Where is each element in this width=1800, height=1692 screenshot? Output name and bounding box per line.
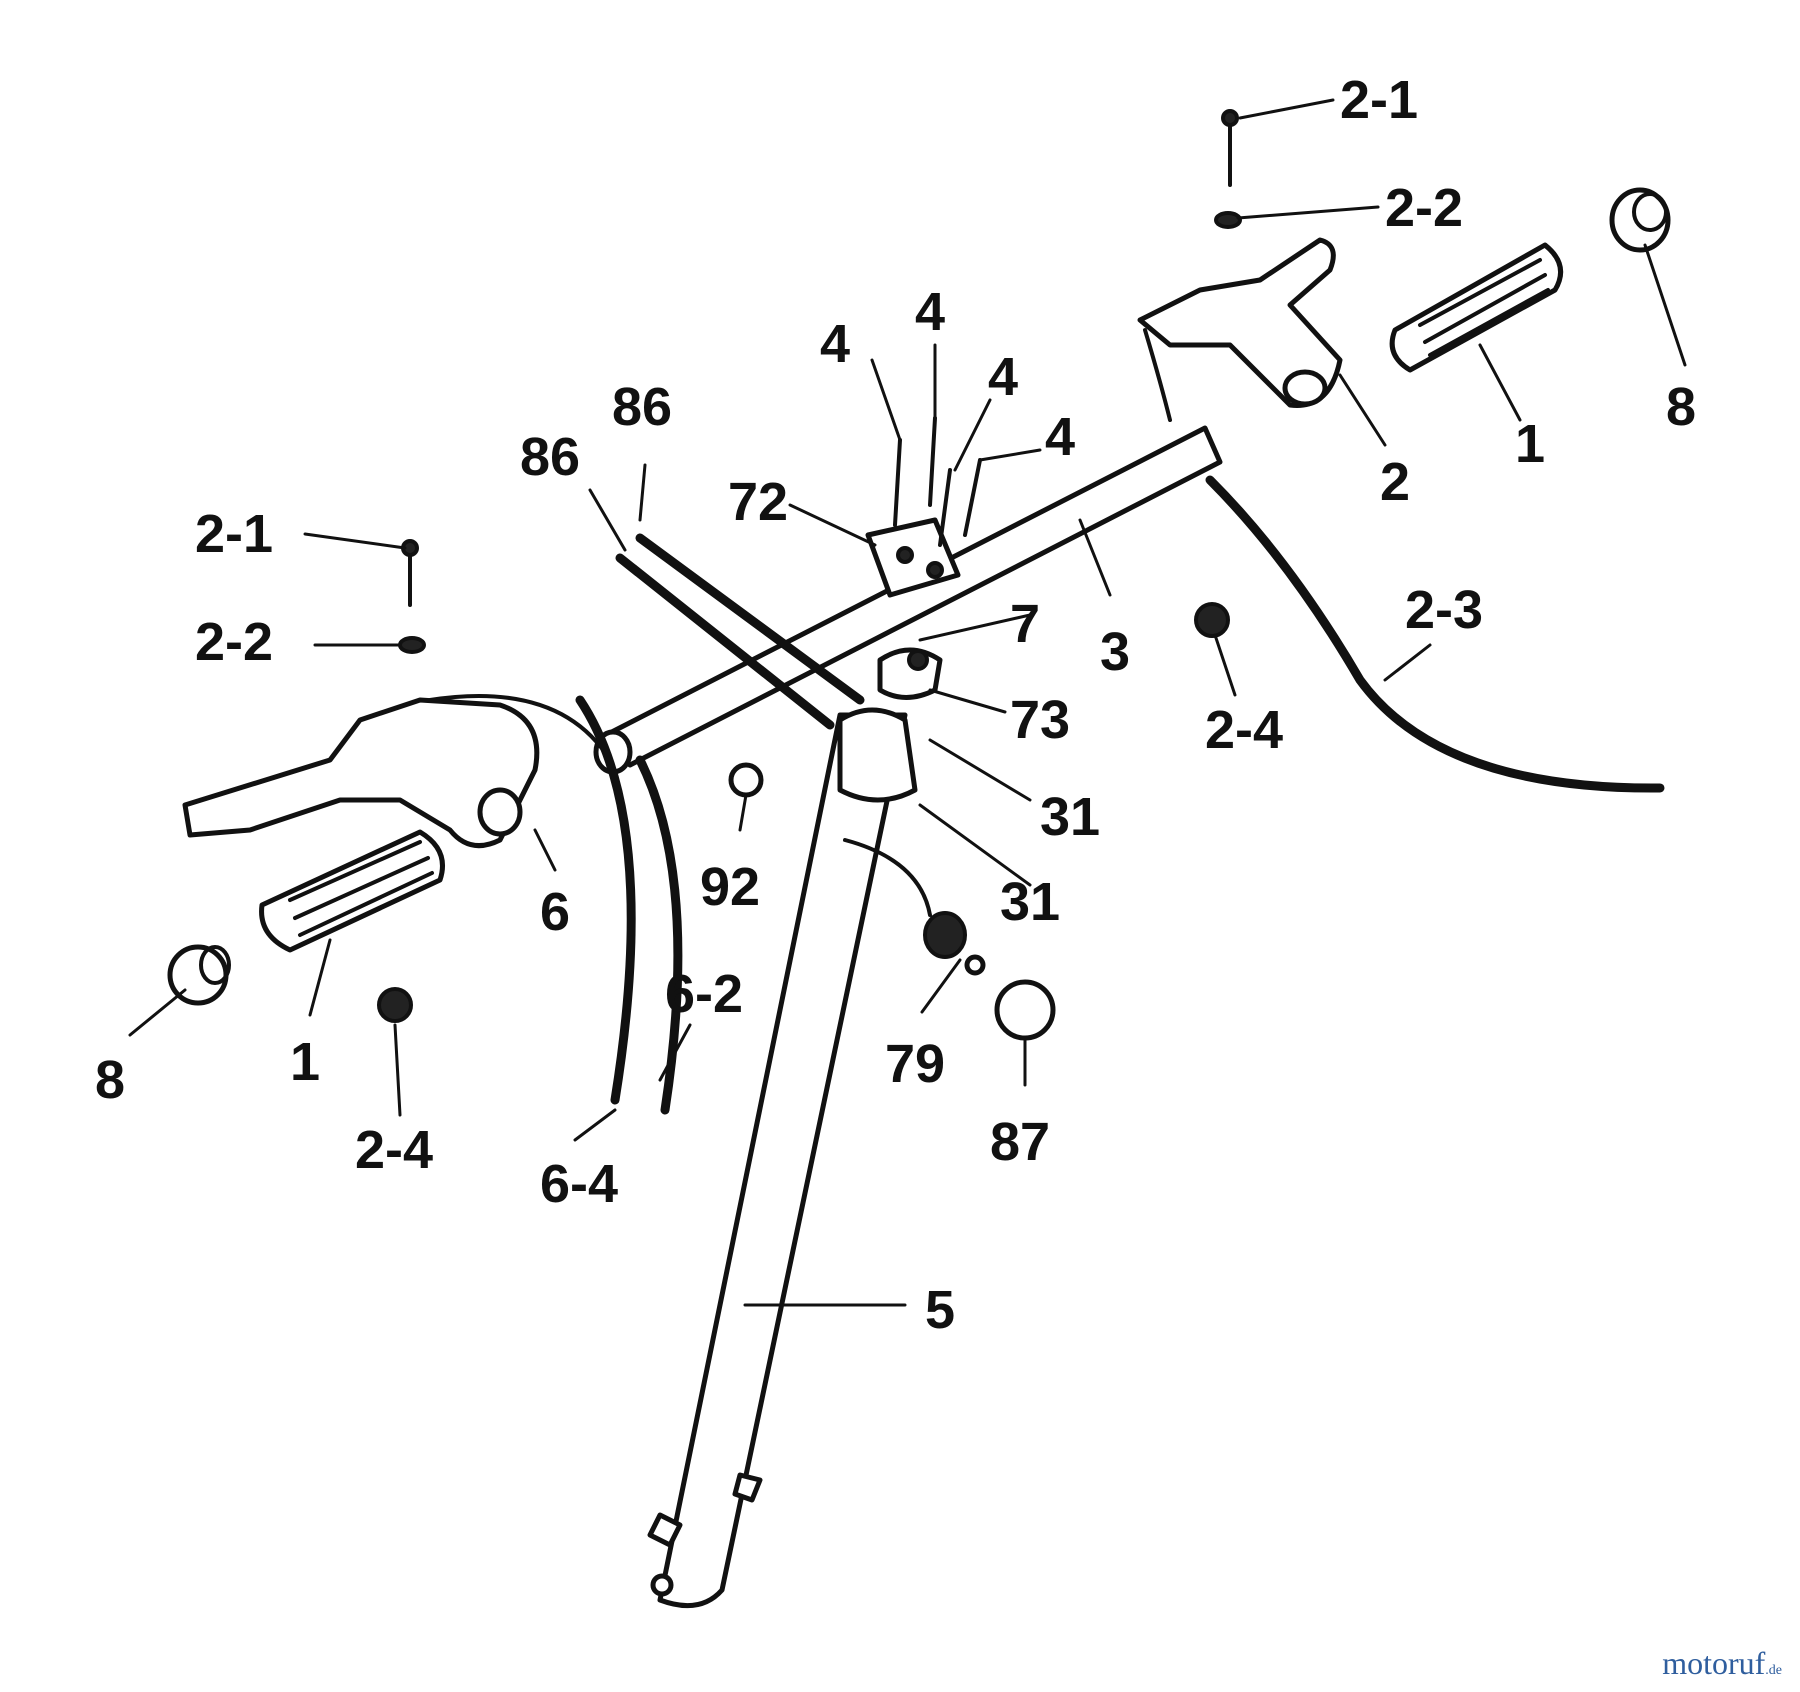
callout-2-2-right: 2-2: [1385, 178, 1463, 238]
callout-6: 6: [540, 882, 570, 942]
callout-2-4-left: 2-4: [355, 1120, 433, 1180]
right-lever: [1137, 237, 1343, 422]
callout-1-right: 1: [1515, 414, 1545, 474]
adjustment-knob: [843, 838, 1056, 1041]
left-grip: [167, 829, 445, 1006]
callout-2-1-right: 2-1: [1340, 70, 1418, 130]
callout-87: 87: [990, 1112, 1050, 1172]
callout-7: 7: [1010, 594, 1040, 654]
callout-2-2-left: 2-2: [195, 612, 273, 672]
callout-labels: 2-1 2-2 8 1 2 2-4 2-3 3 4 4 4 4 72 86 86…: [95, 70, 1696, 1340]
callout-86-a: 86: [612, 377, 672, 437]
right-grip: [1389, 187, 1671, 373]
callout-4-b: 4: [915, 282, 945, 342]
callout-2: 2: [1380, 452, 1410, 512]
steering-column: [647, 707, 918, 1609]
brand-watermark: motoruf.de: [1662, 1645, 1782, 1682]
callout-3: 3: [1100, 622, 1130, 682]
callout-2-1-left: 2-1: [195, 504, 273, 564]
callout-4-d: 4: [1045, 407, 1075, 467]
callout-8-right: 8: [1666, 377, 1696, 437]
center-clamp: [865, 517, 961, 700]
callout-73: 73: [1010, 690, 1070, 750]
nut-right: [1194, 602, 1230, 638]
callout-72: 72: [728, 472, 788, 532]
callout-6-2: 6-2: [665, 964, 743, 1024]
callout-86-b: 86: [520, 427, 580, 487]
callout-4-a: 4: [820, 314, 850, 374]
cables: [575, 475, 1665, 1115]
callout-6-4: 6-4: [540, 1154, 618, 1214]
callout-31-a: 31: [1040, 787, 1100, 847]
callout-2-4-right: 2-4: [1205, 700, 1283, 760]
watermark-brand: motoruf: [1662, 1645, 1766, 1681]
nut-left: [377, 987, 413, 1023]
bolt-92: [728, 762, 764, 798]
watermark-suffix: .de: [1765, 1663, 1782, 1678]
callout-1-left: 1: [290, 1032, 320, 1092]
callout-5: 5: [925, 1280, 955, 1340]
callout-2-3: 2-3: [1405, 580, 1483, 640]
handlebar-crossbar: [593, 425, 1223, 775]
callout-31-b: 31: [1000, 872, 1060, 932]
callout-92: 92: [700, 857, 760, 917]
left-lever: [182, 694, 612, 849]
fasteners: [398, 109, 1242, 654]
leader-lines: [128, 98, 1687, 1307]
callout-8-left: 8: [95, 1050, 125, 1110]
callout-79: 79: [885, 1034, 945, 1094]
callout-4-c: 4: [988, 347, 1018, 407]
